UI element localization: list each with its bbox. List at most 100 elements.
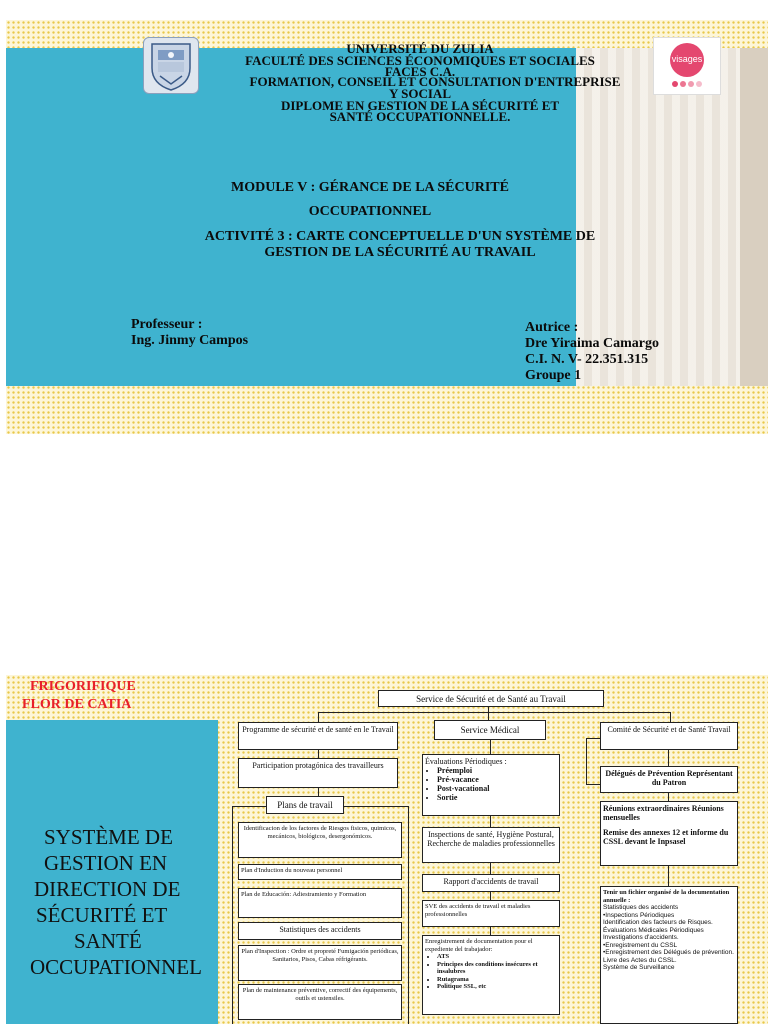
- connector: [408, 806, 409, 1024]
- system-title-line: SYSTÈME DE: [44, 825, 173, 849]
- evaluation-item: Sortie: [437, 793, 557, 802]
- module-line: OCCUPATIONNEL: [308, 204, 432, 219]
- participation-node: Participation protagónica des travailleu…: [238, 758, 398, 788]
- remise-text: Remise des annexes 12 et informe du CSSL…: [603, 828, 729, 846]
- activity-line: GESTION DE LA SÉCURITÉ AU TRAVAIL: [264, 245, 536, 260]
- fichier-item: Investigations d'accidents.: [603, 934, 679, 941]
- module-line: MODULE V : GÉRANCE DE LA SÉCURITÉ: [231, 180, 509, 195]
- header-line: FORMATION, CONSEIL ET CONSULTATION D'ENT…: [249, 74, 621, 89]
- evaluations-node: Évaluations Périodiques : Préemploi Pré-…: [422, 754, 560, 816]
- system-title-line: OCCUPATIONNEL: [30, 955, 202, 979]
- company-line: FLOR DE CATIA: [22, 697, 132, 712]
- connector: [490, 815, 491, 827]
- comite-node: Comité de Sécurité et de Santé Travail: [600, 722, 738, 750]
- connector: [490, 892, 491, 900]
- system-title-line: DIRECTION DE: [34, 877, 181, 901]
- header-line: FACULTÉ DES SCIENCES ÉCONOMIQUES ET SOCI…: [245, 53, 595, 68]
- enregistrement-item: Principes des conditions insécures et in…: [437, 961, 557, 976]
- university-seal-icon: [143, 37, 199, 94]
- author-name: Dre Yiraima Camargo: [525, 336, 659, 351]
- connector: [318, 750, 319, 758]
- reunions-text: Réunions extraordinaires Réunions mensue…: [603, 804, 724, 822]
- professor-label: Professeur :: [131, 317, 203, 332]
- fichier-title: Tenir un fichier organisé de la document…: [603, 889, 730, 904]
- author-block: Autrice : Dre Yiraima Camargo C.I. N. V-…: [525, 320, 659, 384]
- plans-node: Plans de travail: [266, 796, 344, 814]
- system-title-line: SÉCURITÉ ET: [36, 903, 168, 927]
- connector: [490, 927, 491, 935]
- connector: [232, 806, 233, 1024]
- connector: [318, 712, 670, 713]
- connector: [586, 784, 600, 785]
- sve-node: SVE des accidents de travail et maladies…: [422, 900, 560, 927]
- connector: [488, 706, 489, 720]
- title-slide-blue-panel: [6, 48, 576, 386]
- professor-block: Professeur : Ing. Jinmy Campos: [131, 317, 248, 349]
- connector: [490, 740, 491, 754]
- fichier-node: Tenir un fichier organisé de la document…: [600, 886, 738, 1024]
- author-ci: C.I. N. V- 22.351.315: [525, 352, 649, 367]
- professor-name: Ing. Jinmy Campos: [131, 333, 249, 348]
- inspections-sante-node: Inspections de santé, Hygiène Postural, …: [422, 827, 560, 863]
- connector: [668, 793, 669, 801]
- company-name: FRIGORIFIQUE FLOR DE CATIA: [22, 678, 136, 714]
- activity-title: ACTIVITÉ 3 : CARTE CONCEPTUELLE D'UN SYS…: [160, 229, 640, 261]
- title-slide-side-strip: [740, 48, 768, 386]
- evaluations-title: Évaluations Périodiques :: [425, 757, 507, 766]
- title-slide-side-panel: [576, 48, 768, 386]
- enregistrement-item: Rutagrama: [437, 976, 557, 984]
- header-line: FACES C.A.: [384, 64, 456, 79]
- connector: [344, 806, 408, 807]
- author-group: Groupe 1: [525, 368, 582, 383]
- fichier-item: Statistiques des accidents: [603, 904, 679, 911]
- fichier-item: •Enregistrement des Délégués de préventi…: [603, 949, 734, 956]
- service-medical-node: Service Médical: [434, 720, 546, 740]
- header-line: SANTÉ OCCUPATIONNELLE.: [329, 109, 511, 124]
- company-line: FRIGORIFIQUE: [30, 679, 136, 694]
- root-node: Service de Sécurité et de Santé au Trava…: [378, 690, 604, 707]
- reunions-node: Réunions extraordinaires Réunions mensue…: [600, 801, 738, 866]
- connector: [232, 806, 266, 807]
- header-line: UNIVERSITÉ DU ZULIA: [346, 41, 494, 56]
- plan-maintenance-node: Plan de maintenance préventive, correcti…: [238, 984, 402, 1020]
- plan-inspection-node: Plan d'Inspection : Ordre et propreté Fu…: [238, 945, 402, 981]
- fichier-item: •Inspections Périodiques: [603, 911, 675, 919]
- fichier-item: Système de Surveillance: [603, 964, 675, 971]
- author-label: Autrice :: [525, 320, 579, 335]
- plan-induction-node: Plan d'Induction du nouveau personnel: [238, 864, 402, 880]
- enregistrement-item: ATS: [437, 953, 557, 961]
- enregistrement-title: Enregistrement de documentation pour el …: [425, 938, 533, 953]
- system-title-line: GESTION EN: [44, 851, 168, 875]
- university-header: UNIVERSITÉ DU ZULIA FACULTÉ DES SCIENCES…: [200, 41, 640, 124]
- statistiques-node: Statistiques des accidents: [238, 922, 402, 940]
- evaluation-item: Post-vacational: [437, 784, 557, 793]
- evaluation-item: Préemploi: [437, 766, 557, 775]
- connector: [670, 712, 671, 722]
- fichier-item: Livre des Actes du CSSL.: [603, 956, 677, 964]
- concept-map-blue-panel: [6, 720, 218, 1024]
- enregistrement-node: Enregistrement de documentation pour el …: [422, 935, 560, 1015]
- connector: [586, 738, 600, 739]
- fichier-item: Identification des facteurs de Risques.: [603, 919, 713, 926]
- connector: [668, 866, 669, 886]
- system-title-line: SANTÉ: [74, 929, 142, 953]
- plan-education-node: Plan de Educación: Adiestramiento y Form…: [238, 888, 402, 918]
- activity-line: ACTIVITÉ 3 : CARTE CONCEPTUELLE D'UN SYS…: [204, 229, 596, 244]
- visages-logo-icon: visages: [653, 37, 721, 95]
- enregistrement-item: Politique SSL, etc: [437, 983, 557, 991]
- connector: [490, 862, 491, 874]
- programme-node: Programme de sécurité et de santé en le …: [238, 722, 398, 750]
- logo-text: visages: [671, 54, 703, 64]
- connector: [318, 788, 319, 796]
- connector: [318, 712, 319, 722]
- header-line: DIPLOME EN GESTION DE LA SÉCURITÉ ET: [280, 98, 560, 113]
- delegues-node: Délégués de Prévention Représentant du P…: [600, 766, 738, 793]
- connector: [586, 738, 587, 784]
- header-line: Y SOCIAL: [388, 86, 451, 101]
- plan-identification-node: Identificacion de los factores de Riesgo…: [238, 822, 402, 858]
- rapport-node: Rapport d'accidents de travail: [422, 874, 560, 892]
- fichier-item: •Enregistrement du CSSL: [603, 941, 678, 949]
- module-title: MODULE V : GÉRANCE DE LA SÉCURITÉ OCCUPA…: [160, 180, 580, 220]
- connector: [668, 750, 669, 766]
- evaluation-item: Pré-vacance: [437, 775, 557, 784]
